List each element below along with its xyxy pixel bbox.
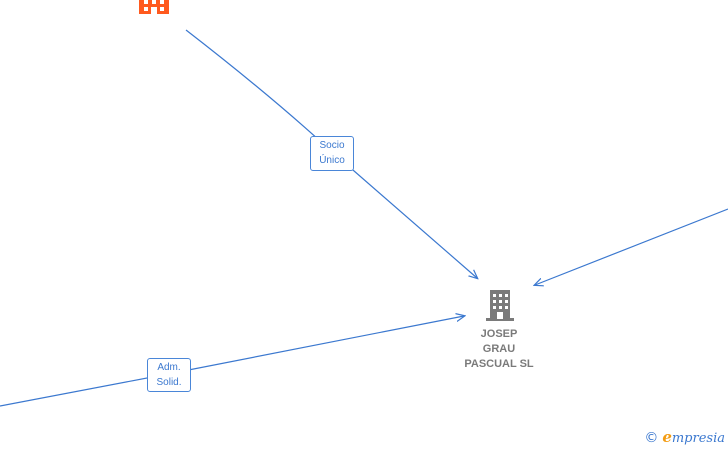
edge-label-adm-line-2: Solid. bbox=[156, 377, 182, 388]
edge-label-adm-solid[interactable]: Adm. Solid. bbox=[147, 358, 191, 392]
main-node-name-line-1: JOSEP bbox=[480, 328, 518, 340]
top-partner-building-icon[interactable] bbox=[139, 0, 169, 14]
edge-label-socio-line-1: Socio bbox=[319, 140, 345, 151]
empresia-watermark[interactable]: © empresia bbox=[644, 428, 725, 448]
copyright-icon: © bbox=[644, 430, 659, 446]
edge-adm-solid bbox=[0, 316, 464, 407]
main-building-icon[interactable] bbox=[486, 290, 514, 321]
brand-logo-rest: mpresia bbox=[671, 431, 725, 446]
edge-label-socio-line-2: Único bbox=[319, 155, 345, 166]
edge-label-adm-line-1: Adm. bbox=[157, 362, 181, 373]
brand-logo-text: empresia bbox=[662, 428, 725, 448]
main-node-name-line-2: GRAU bbox=[482, 343, 516, 355]
main-node-label[interactable]: JOSEP GRAU PASCUAL SL bbox=[449, 327, 549, 372]
edge-right-partner bbox=[535, 208, 728, 285]
edge-label-socio-unico[interactable]: Socio Único bbox=[310, 136, 354, 171]
main-node-name-line-3: PASCUAL SL bbox=[464, 358, 534, 370]
brand-logo-initial: e bbox=[662, 428, 672, 446]
